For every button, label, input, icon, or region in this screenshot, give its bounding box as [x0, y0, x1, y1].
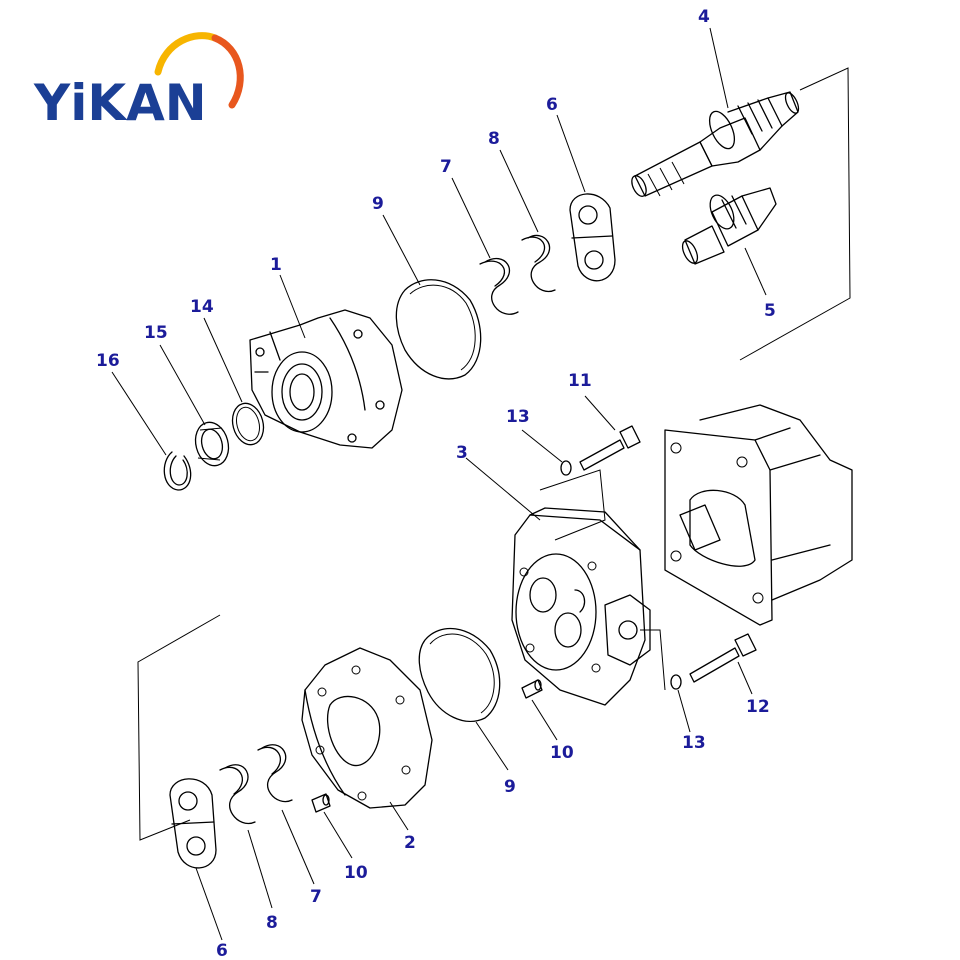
part-13-washer-top	[560, 460, 572, 476]
logo-text: YiKAN	[33, 74, 207, 132]
part-2-gear-housing	[301, 647, 433, 809]
part-14-oring	[231, 402, 265, 446]
callout-7-top: 7	[440, 157, 452, 177]
part-6-bushing-plate-top	[569, 193, 616, 282]
callout-10-bottom: 10	[344, 863, 368, 883]
part-7-spring-ring-bottom	[257, 744, 293, 803]
bolt-guide-line	[539, 469, 606, 541]
callout-3: 3	[456, 443, 468, 463]
callout-2: 2	[404, 833, 416, 853]
group-bracket-bottom	[137, 614, 221, 841]
callout-9-top: 9	[372, 194, 384, 214]
part-7-spring-ring-top	[479, 257, 519, 315]
part-16-snap-ring	[163, 451, 192, 491]
callout-16: 16	[96, 351, 120, 371]
callout-14: 14	[190, 297, 214, 317]
callout-8-bottom: 8	[266, 913, 278, 933]
callout-9-bottom: 9	[504, 777, 516, 797]
bolt-guide-line-2	[640, 629, 666, 691]
callout-12: 12	[746, 697, 770, 717]
part-12-bolt	[689, 633, 757, 683]
logo-arc-orange	[211, 34, 244, 109]
callout-labels: 4 6 8 7 9 1 14 15 16 5 11 13 3 12 13 10 …	[96, 7, 776, 960]
part-1-front-cover	[249, 309, 403, 449]
part-11-bolt	[579, 425, 641, 471]
part-3-gear-case	[511, 507, 651, 706]
callout-7-bottom: 7	[310, 887, 322, 907]
callout-4: 4	[698, 7, 710, 27]
part-10-dowel-top	[521, 679, 543, 699]
part-8-spring-ring-bottom	[219, 764, 256, 825]
part-5-driven-gear	[681, 187, 777, 265]
callout-8-top: 8	[488, 129, 500, 149]
callout-10-top: 10	[550, 743, 574, 763]
callout-5: 5	[764, 301, 776, 321]
logo-arc-yellow	[154, 32, 219, 76]
part-9-gasket-top	[395, 279, 482, 380]
part-13-washer-bottom	[670, 674, 682, 690]
brand-logo: YiKAN	[33, 32, 244, 132]
callout-13-bottom: 13	[682, 733, 706, 753]
part-rear-housing	[664, 404, 853, 626]
part-8-spring-ring-top	[521, 234, 556, 293]
callout-13-top: 13	[506, 407, 530, 427]
part-6-bushing-plate-bottom	[169, 778, 217, 869]
callout-1: 1	[270, 255, 282, 275]
part-4-drive-shaft	[631, 91, 800, 197]
callout-11: 11	[568, 371, 592, 391]
group-bracket-top	[739, 67, 851, 361]
callout-6-bottom: 6	[216, 941, 228, 960]
part-9-gasket-bottom	[418, 627, 501, 723]
callout-6-top: 6	[546, 95, 558, 115]
part-10-dowel-bottom	[311, 793, 331, 813]
part-15-oil-seal	[194, 421, 230, 467]
callout-15: 15	[144, 323, 168, 343]
leader-lines	[111, 27, 767, 941]
